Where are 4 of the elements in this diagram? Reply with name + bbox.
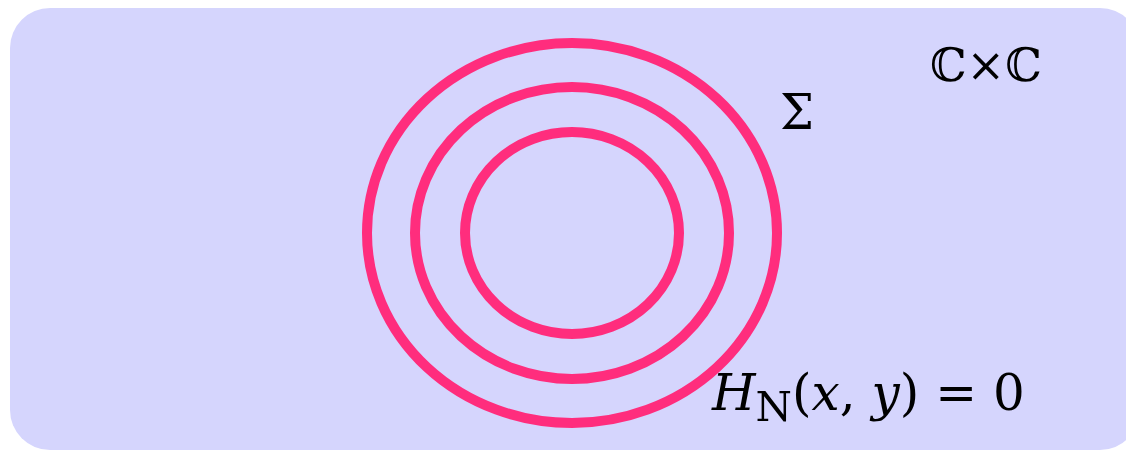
curve-label: Σ — [780, 88, 814, 136]
space-label: ℂ×ℂ — [930, 42, 1042, 88]
plane-region — [10, 8, 1126, 450]
equation-label: H$_{N}$(x, y) = 0 — [712, 368, 1025, 428]
